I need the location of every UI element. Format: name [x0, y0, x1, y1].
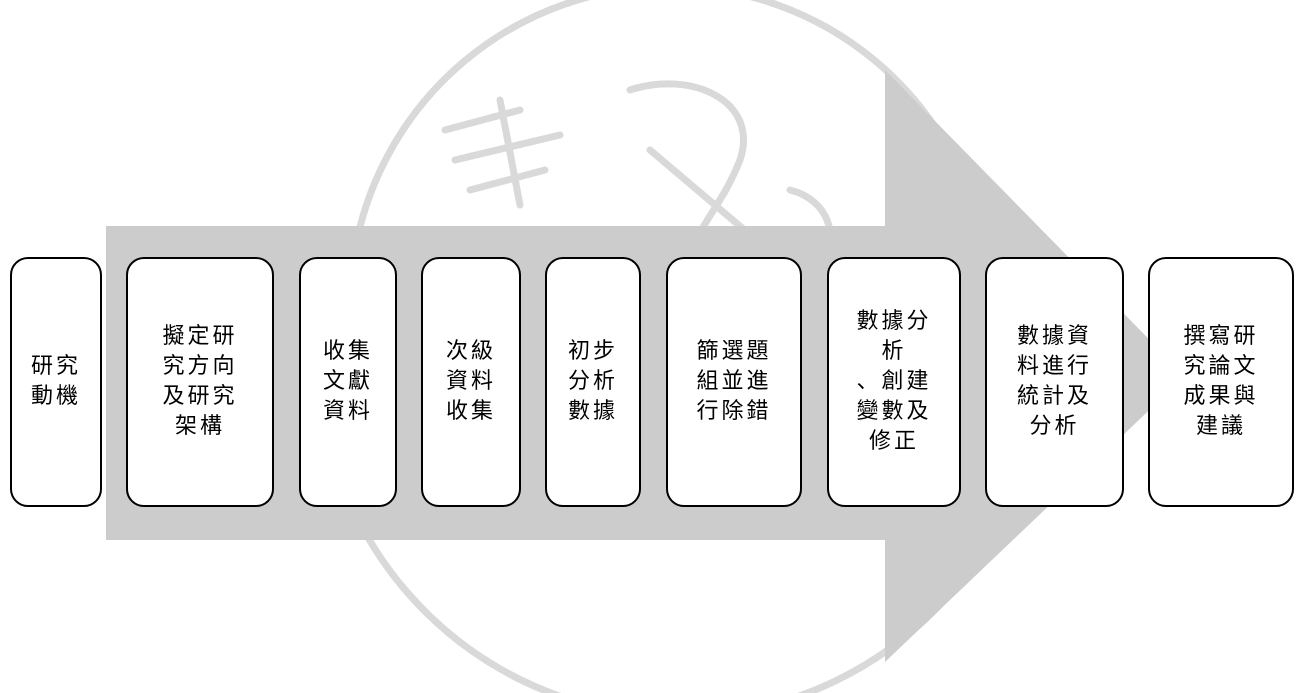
step-7: 數據分 析 、創建 變數及 修正 [827, 257, 961, 507]
step-3-label: 收集 文獻 資料 [322, 339, 373, 424]
step-4-label: 次級 資料 收集 [445, 339, 496, 424]
step-6-label: 篩選題 組並進 行除錯 [696, 339, 772, 424]
step-3: 收集 文獻 資料 [299, 257, 397, 507]
step-5-label: 初步 分析 數據 [567, 339, 618, 424]
step-2-label: 擬定研 究方向 及研究 架構 [162, 324, 238, 439]
step-8: 數據資 料進行 統計及 分析 [985, 257, 1124, 507]
step-5: 初步 分析 數據 [545, 257, 641, 507]
step-1-label: 研究 動機 [30, 354, 81, 409]
step-9-label: 撰寫研 究論文 成果與 建議 [1183, 324, 1259, 439]
step-7-label: 數據分 析 、創建 變數及 修正 [856, 309, 932, 454]
process-arrow [106, 70, 1185, 662]
step-2: 擬定研 究方向 及研究 架構 [126, 257, 274, 507]
step-1: 研究 動機 [10, 257, 102, 507]
step-4: 次級 資料 收集 [421, 257, 521, 507]
step-8-label: 數據資 料進行 統計及 分析 [1016, 324, 1092, 439]
step-9: 撰寫研 究論文 成果與 建議 [1148, 257, 1294, 507]
step-6: 篩選題 組並進 行除錯 [666, 257, 802, 507]
